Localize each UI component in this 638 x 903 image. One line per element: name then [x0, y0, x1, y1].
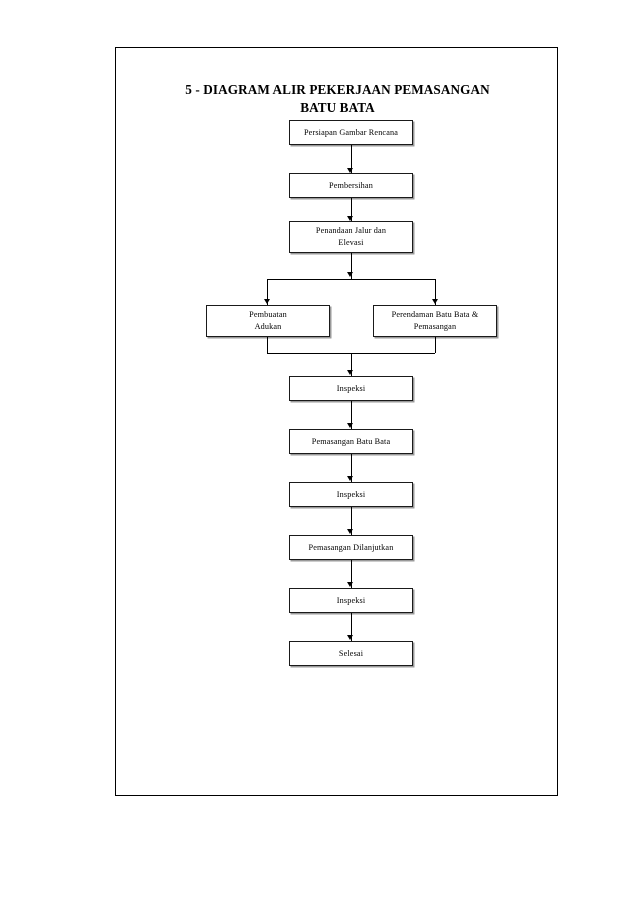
arrowhead-n8-n9: [347, 529, 353, 534]
arrowhead-n10-n11: [347, 635, 353, 640]
flow-node-label: Penandaan Jalur dan Elevasi: [293, 225, 409, 249]
flow-node-label: Selesai: [338, 648, 364, 658]
page-title-line-2: BATU BATA: [300, 100, 375, 115]
connector-merge-n6: [350, 353, 352, 376]
flow-node-pembuatan-adukan[interactable]: Pembuatan Adukan: [206, 305, 330, 337]
page-title: 5 - DIAGRAM ALIR PEKERJAAN PEMASANGAN BA…: [116, 81, 559, 117]
connector-split-bar: [267, 279, 435, 280]
flow-node-inspeksi-3[interactable]: Inspeksi: [289, 588, 413, 613]
connector-n7-n8: [350, 454, 352, 482]
flow-node-label: Inspeksi: [336, 383, 366, 393]
flow-node-perendaman-batu-bata-pemasangan[interactable]: Perendaman Batu Bata & Pemasangan: [373, 305, 497, 337]
flow-node-label-line-1: Penandaan Jalur dan: [315, 226, 387, 235]
connector-n3-split: [350, 253, 352, 279]
flow-node-label: Inspeksi: [336, 595, 366, 605]
flow-node-selesai[interactable]: Selesai: [289, 641, 413, 666]
connector-n9-n10: [350, 560, 352, 588]
connector-split-right: [435, 279, 436, 305]
flow-node-label: Pemasangan Dilanjutkan: [308, 542, 394, 552]
flow-node-label-line-1: Perendaman Batu Bata &: [391, 310, 479, 319]
flow-node-label-line-1: Pembuatan: [249, 310, 287, 319]
arrowhead-merge-n6: [347, 370, 353, 375]
flow-node-pemasangan-batu-bata[interactable]: Pemasangan Batu Bata: [289, 429, 413, 454]
arrowhead-split-left: [263, 299, 270, 304]
flow-node-label: Perendaman Batu Bata & Pemasangan: [377, 309, 493, 333]
flow-node-label: Pembersihan: [329, 180, 373, 190]
connector-merge-left: [267, 337, 268, 353]
connector-n2-n3: [350, 198, 352, 226]
page-title-line-1: 5 - DIAGRAM ALIR PEKERJAAN PEMASANGAN: [185, 82, 490, 97]
connector-n10-n11: [350, 613, 352, 641]
connector-n8-n9: [350, 507, 352, 535]
flow-node-label-line-2: Pemasangan: [413, 322, 457, 331]
flow-node-pemasangan-dilanjutkan[interactable]: Pemasangan Dilanjutkan: [289, 535, 413, 560]
flow-node-label: Pembuatan Adukan: [210, 309, 326, 333]
document-page: 5 - DIAGRAM ALIR PEKERJAAN PEMASANGAN BA…: [115, 47, 558, 796]
flow-node-label-line-2: Adukan: [254, 322, 282, 331]
connector-merge-right: [435, 337, 436, 353]
flow-node-label: Pemasangan Batu Bata: [311, 436, 391, 446]
flow-node-penandaan-jalur-dan-elevasi[interactable]: Penandaan Jalur dan Elevasi: [289, 221, 413, 253]
arrowhead-n6-n7: [347, 423, 353, 428]
flow-node-inspeksi-1[interactable]: Inspeksi: [289, 376, 413, 401]
arrowhead-n9-n10: [347, 582, 353, 587]
flow-node-label-line-2: Elevasi: [338, 238, 364, 247]
flow-node-inspeksi-2[interactable]: Inspeksi: [289, 482, 413, 507]
connector-n6-n7: [350, 401, 352, 429]
flow-node-label: Persiapan Gambar Rencana: [303, 127, 399, 137]
flow-node-label: Inspeksi: [336, 489, 366, 499]
flowchart: Persiapan Gambar Rencana Pembersihan Pen…: [116, 48, 559, 797]
arrowhead-n2-n3: [347, 216, 353, 221]
connector-n1-n2: [350, 145, 352, 173]
connector-split-left: [267, 279, 268, 305]
flow-node-persiapan-gambar-rencana[interactable]: Persiapan Gambar Rencana: [289, 120, 413, 145]
arrowhead-n7-n8: [347, 476, 353, 481]
arrowhead-n1-n2: [347, 168, 353, 173]
flow-node-pembersihan[interactable]: Pembersihan: [289, 173, 413, 198]
arrowhead-n3-split: [347, 272, 353, 277]
arrowhead-split-right: [431, 299, 438, 304]
